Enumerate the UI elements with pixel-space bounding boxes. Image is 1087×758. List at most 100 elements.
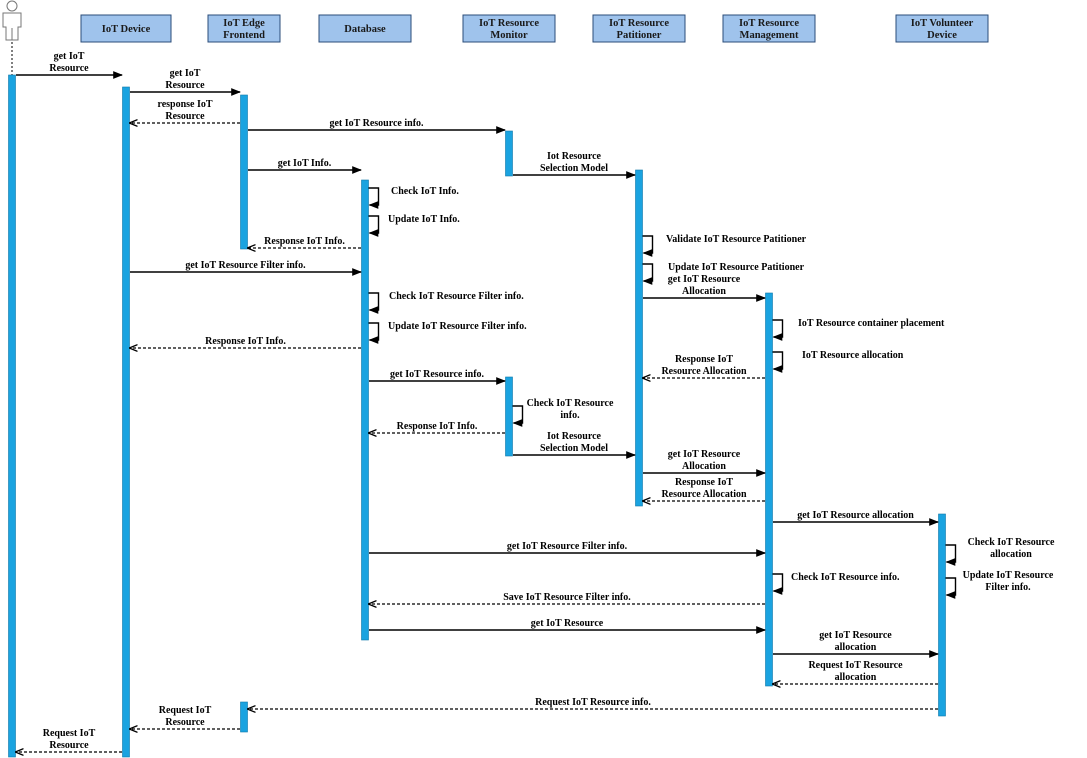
self-message-arrow: [945, 544, 957, 566]
message-label: allocation: [990, 549, 1032, 560]
participant-label: Patitioner: [617, 30, 662, 41]
message-label: get IoT Resource info.: [390, 369, 485, 380]
message-17: IoT Resource allocation: [772, 350, 904, 373]
message-label: Selection Model: [540, 443, 608, 454]
message-label: Iot Resource: [547, 151, 602, 162]
message-label: Response IoT: [675, 477, 733, 488]
activation-bar-monitor: [505, 130, 513, 177]
message-21: Response IoT Info.: [369, 421, 505, 433]
message-label: IoT Resource allocation: [802, 350, 904, 361]
message-25: get IoT Resource allocation: [773, 510, 939, 526]
self-message-arrow: [642, 235, 654, 257]
message-label: Update IoT Resource Patitioner: [668, 262, 805, 273]
activation-bar-user: [8, 74, 16, 758]
message-label: Request IoT: [43, 728, 96, 739]
message-label: get IoT: [170, 68, 201, 79]
message-14: IoT Resource container placement: [772, 318, 945, 341]
message-13: Check IoT Resource Filter info.: [368, 291, 524, 314]
participant-label: Database: [344, 24, 386, 35]
self-message-arrow: [368, 292, 380, 314]
message-label: Resource: [49, 740, 89, 751]
message-label: Check IoT Resource: [527, 398, 614, 409]
message-label: Resource: [49, 63, 89, 74]
participant-box: [722, 14, 816, 43]
activation-bar-monitor: [505, 376, 513, 457]
message-label: Response IoT Info.: [205, 336, 286, 347]
message-11: get IoT Resource Filter info.: [130, 260, 362, 276]
message-label: Resource: [165, 111, 205, 122]
activation-bar-mgmt: [765, 292, 773, 687]
message-label: Request IoT Resource info.: [535, 697, 651, 708]
message-label: Check IoT Resource Filter info.: [389, 291, 524, 302]
message-label: Save IoT Resource Filter info.: [503, 592, 631, 603]
message-27: get IoT Resource Filter info.: [369, 541, 766, 557]
activation-bar-edge: [240, 94, 248, 250]
message-label: Response IoT Info.: [397, 421, 478, 432]
participant-label: IoT Resource: [739, 18, 799, 29]
participant-label: Device: [927, 30, 957, 41]
message-label: Resource Allocation: [661, 489, 747, 500]
participant-label: Frontend: [223, 30, 265, 41]
message-label: info.: [560, 410, 580, 421]
message-label: get IoT Resource info.: [329, 118, 424, 129]
participant-label: IoT Resource: [609, 18, 669, 29]
message-label: Iot Resource: [547, 431, 602, 442]
participant-label: IoT Device: [102, 24, 151, 35]
message-label: get IoT: [54, 51, 85, 62]
message-16: Response IoT Info.: [130, 336, 361, 348]
activation-bar-device: [122, 86, 130, 758]
message-label: allocation: [835, 672, 877, 683]
message-3: get IoT Resource info.: [248, 118, 506, 134]
activation-bar-db: [361, 179, 369, 641]
message-label: Check IoT Resource info.: [791, 572, 900, 583]
message-label: Check IoT Info.: [391, 186, 459, 197]
message-label: get IoT Resource allocation: [797, 510, 914, 521]
participant-label: Management: [740, 30, 799, 41]
participant-device: IoT Device: [80, 14, 172, 43]
activation-bar-partitioner: [635, 169, 643, 507]
message-6: Check IoT Info.: [368, 186, 459, 209]
actor-icon: [2, 0, 22, 41]
message-label: Response IoT: [675, 354, 733, 365]
self-message-arrow: [368, 187, 380, 209]
message-9: Response IoT Info.: [248, 236, 361, 248]
self-message-arrow: [642, 263, 654, 285]
message-label: get IoT Resource: [531, 618, 604, 629]
message-label: Request IoT: [159, 705, 212, 716]
message-label: Update IoT Resource: [963, 570, 1054, 581]
self-message-arrow: [945, 577, 957, 599]
message-31: get IoT Resource: [369, 618, 766, 634]
message-30: Save IoT Resource Filter info.: [369, 592, 765, 604]
message-label: Update IoT Resource Filter info.: [388, 321, 527, 332]
participant-label: IoT Edge: [223, 18, 265, 29]
message-10: Update IoT Resource Patitioner: [642, 262, 805, 285]
self-message-arrow: [772, 573, 784, 595]
self-message-arrow: [512, 405, 524, 427]
participant-label: IoT Resource: [479, 18, 539, 29]
message-label: Allocation: [682, 461, 726, 472]
participant-label: Monitor: [490, 30, 528, 41]
message-label: response IoT: [157, 99, 212, 110]
participant-box: [207, 14, 281, 43]
message-label: get IoT Resource Filter info.: [507, 541, 628, 552]
activation-bar-volunteer: [938, 513, 946, 717]
participant-box: [592, 14, 686, 43]
message-label: get IoT Resource: [668, 449, 741, 460]
message-label: IoT Resource container placement: [798, 318, 945, 329]
